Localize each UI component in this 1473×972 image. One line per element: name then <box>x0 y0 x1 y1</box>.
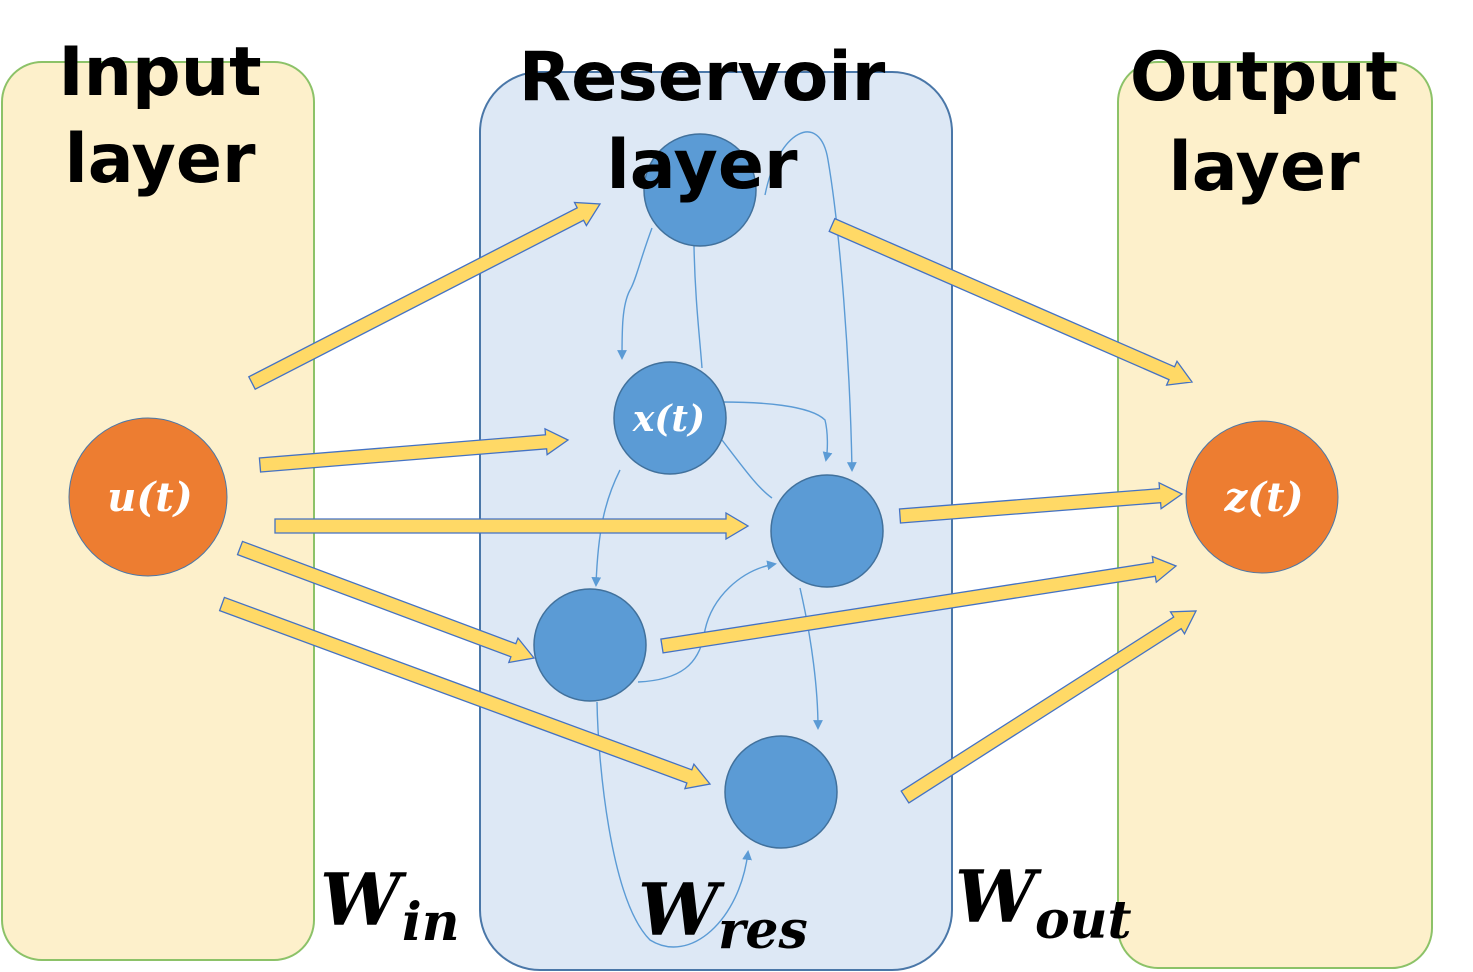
reservoir-node-label: x(t) <box>632 398 705 440</box>
weight-in-label: W in <box>320 857 460 953</box>
input-to-reservoir-arrow <box>274 511 750 541</box>
input-node <box>68 417 228 577</box>
reservoir-to-output-arrow <box>900 610 1198 804</box>
reservoir-to-output-arrow <box>898 481 1184 524</box>
weight-out-main: W <box>955 854 1042 939</box>
weight-in-main: W <box>320 857 407 942</box>
recurrent-edge <box>799 587 823 730</box>
recurrent-edge <box>721 439 773 499</box>
weight-res-label: W res <box>638 867 808 961</box>
input-layer-title-line2: layer <box>64 120 256 199</box>
reservoir-node-bottom <box>724 735 838 849</box>
weight-res-subscript: res <box>718 900 808 961</box>
input-to-reservoir-arrow <box>258 427 570 473</box>
reservoir-to-output-arrow <box>828 217 1194 386</box>
recurrent-edge <box>764 131 857 472</box>
weight-out-subscript: out <box>1035 890 1132 951</box>
reservoir-to-output-arrow <box>660 555 1178 654</box>
input-node-label: u(t) <box>107 474 192 521</box>
reservoir-node-top <box>643 133 757 247</box>
recurrent-edge <box>591 469 621 587</box>
reservoir-node-left <box>533 588 647 702</box>
output-layer-title-line1: Output <box>1130 38 1398 117</box>
weight-in-subscript: in <box>402 892 460 953</box>
input-to-reservoir-arrow <box>236 540 536 664</box>
output-node-label: z(t) <box>1223 474 1303 521</box>
reservoir-layer-title-line1: Reservoir <box>519 38 886 117</box>
input-layer-title-line1: Input <box>58 33 261 112</box>
weight-out-label: W out <box>955 854 1132 951</box>
recurrent-edge <box>693 245 703 369</box>
reservoir-node-right <box>770 474 884 588</box>
weight-res-main: W <box>638 867 725 952</box>
recurrent-connections <box>591 131 857 948</box>
input-to-reservoir-arrow <box>247 201 602 391</box>
weight-arrows <box>218 201 1198 804</box>
output-layer-title-line2: layer <box>1168 128 1360 207</box>
input-to-reservoir-arrow <box>218 596 712 790</box>
recurrent-edge <box>617 227 653 360</box>
recurrent-edge <box>721 401 833 462</box>
recurrent-edge <box>596 701 752 948</box>
reservoir-layer-title-line2: layer <box>606 126 798 205</box>
recurrent-edge <box>637 560 777 683</box>
output-node <box>1185 420 1339 574</box>
reservoir-node-state <box>613 361 727 475</box>
